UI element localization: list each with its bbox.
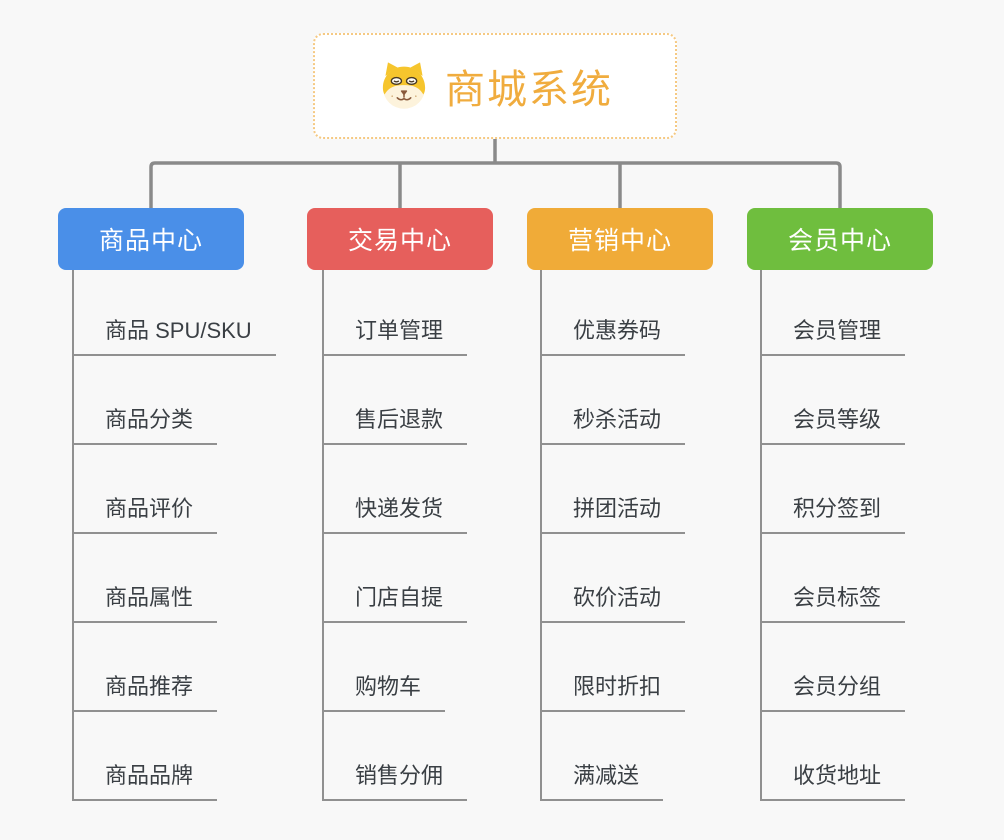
leaf-item[interactable]: 满减送 bbox=[542, 761, 664, 801]
leaf-item[interactable]: 商品评价 bbox=[74, 494, 218, 534]
leaf-item[interactable]: 购物车 bbox=[324, 672, 446, 712]
root-node[interactable]: 商城系统 bbox=[313, 33, 677, 139]
leaf-item[interactable]: 商品属性 bbox=[74, 583, 218, 623]
leaf-item[interactable]: 积分签到 bbox=[762, 494, 906, 534]
leaf-item[interactable]: 订单管理 bbox=[324, 316, 468, 356]
leaf-item[interactable]: 商品分类 bbox=[74, 405, 218, 445]
leaf-item[interactable]: 会员分组 bbox=[762, 672, 906, 712]
leaf-item[interactable]: 商品 SPU/SKU bbox=[74, 316, 276, 356]
leaf-item[interactable]: 售后退款 bbox=[324, 405, 468, 445]
leaf-item[interactable]: 商品品牌 bbox=[74, 761, 218, 801]
branch-trunk-products: 商品 SPU/SKU 商品分类商品评价商品属性商品推荐商品品牌 bbox=[72, 270, 304, 801]
branch-header-trade[interactable]: 交易中心 bbox=[307, 208, 493, 270]
branch-header-members[interactable]: 会员中心 bbox=[747, 208, 933, 270]
leaf-item[interactable]: 会员管理 bbox=[762, 316, 906, 356]
leaf-item[interactable]: 销售分佣 bbox=[324, 761, 468, 801]
leaf-item[interactable]: 秒杀活动 bbox=[542, 405, 686, 445]
branch-header-marketing[interactable]: 营销中心 bbox=[527, 208, 713, 270]
leaf-item[interactable]: 快递发货 bbox=[324, 494, 468, 534]
leaf-item[interactable]: 拼团活动 bbox=[542, 494, 686, 534]
leaf-item[interactable]: 门店自提 bbox=[324, 583, 468, 623]
branch-header-products[interactable]: 商品中心 bbox=[58, 208, 244, 270]
leaf-item[interactable]: 收货地址 bbox=[762, 761, 906, 801]
leaf-item[interactable]: 优惠券码 bbox=[542, 316, 686, 356]
leaf-item[interactable]: 限时折扣 bbox=[542, 672, 686, 712]
branch-trunk-members: 会员管理会员等级积分签到会员标签会员分组收货地址 bbox=[760, 270, 992, 801]
shiba-dog-icon bbox=[382, 62, 426, 109]
leaf-item[interactable]: 会员标签 bbox=[762, 583, 906, 623]
leaf-item[interactable]: 商品推荐 bbox=[74, 672, 218, 712]
branch-rail-line bbox=[149, 161, 842, 208]
branch-trunk-marketing: 优惠券码秒杀活动拼团活动砍价活动限时折扣满减送 bbox=[540, 270, 772, 801]
leaf-item[interactable]: 砍价活动 bbox=[542, 583, 686, 623]
leaf-item[interactable]: 会员等级 bbox=[762, 405, 906, 445]
branch-trunk-trade: 订单管理售后退款快递发货门店自提购物车销售分佣 bbox=[322, 270, 554, 801]
root-title: 商城系统 bbox=[445, 68, 613, 112]
